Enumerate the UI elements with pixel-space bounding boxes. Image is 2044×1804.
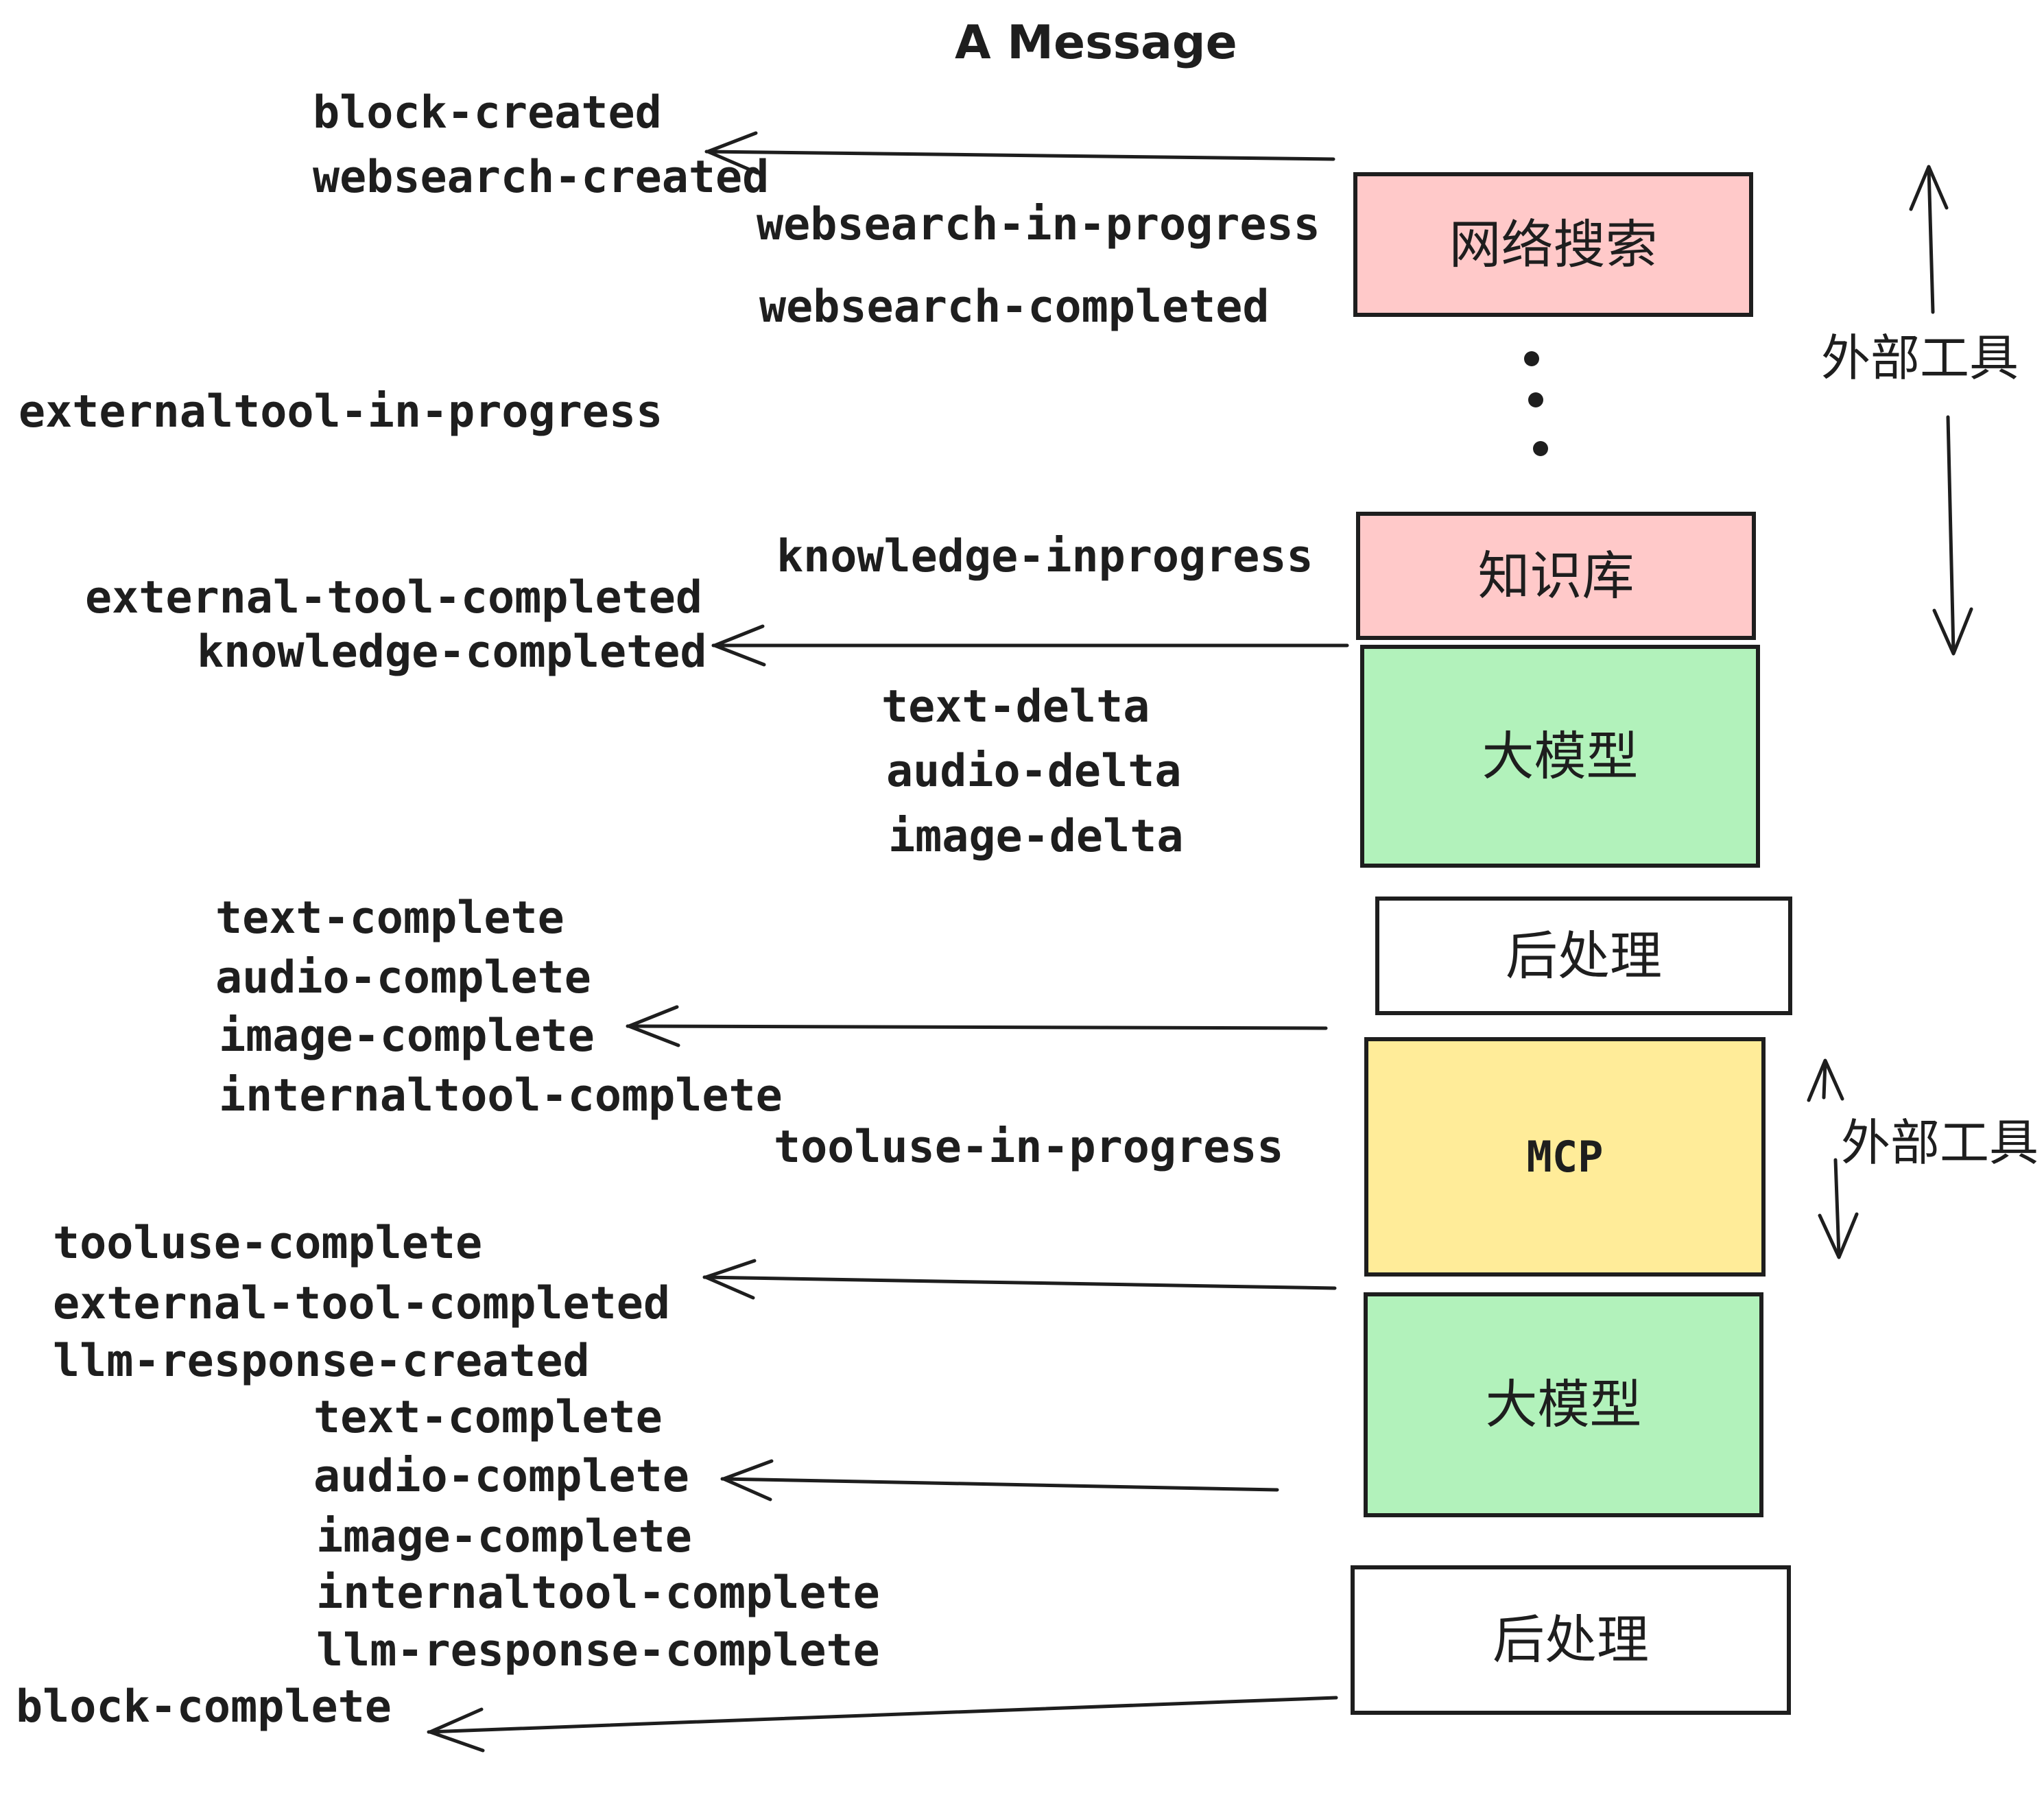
event-label-tooluse-complete: tooluse-complete: [53, 1218, 483, 1269]
event-label-text-complete: text-complete: [215, 892, 565, 944]
event-label-websearch-in-progress: websearch-in-progress: [757, 199, 1320, 250]
event-label-audio-complete-2: audio-complete: [313, 1451, 689, 1502]
image-complete-arrow: [626, 1005, 1328, 1047]
event-label-block-created: block-created: [313, 87, 662, 139]
box-llm-2: 大模型: [1364, 1292, 1763, 1517]
side-label-external-tools-1: 外部工具: [1821, 329, 2019, 387]
event-label-websearch-created: websearch-created: [313, 152, 770, 203]
side-label-external-tools-2: 外部工具: [1841, 1114, 2039, 1172]
external-tools-up-arrow-1: [1909, 165, 1949, 314]
external-tools-down-arrow-1: [1932, 415, 1973, 656]
event-label-text-complete-2: text-complete: [313, 1392, 663, 1443]
event-label-image-complete-2: image-complete: [316, 1511, 692, 1563]
event-label-external-tool-completed-2: external-tool-completed: [53, 1278, 671, 1329]
tooluse-complete-arrow: [702, 1259, 1337, 1300]
event-label-audio-complete: audio-complete: [215, 952, 591, 1004]
websearch-created-arrow: [704, 131, 1335, 175]
audio-complete-arrow: [720, 1459, 1279, 1502]
block-complete-arrow: [427, 1696, 1338, 1753]
box-llm-1: 大模型: [1360, 645, 1760, 868]
diagram-title: A Message: [955, 16, 1237, 70]
ellipsis-dots: [1524, 351, 1548, 456]
event-label-knowledge-completed: knowledge-completed: [197, 626, 707, 678]
event-label-internaltool-complete: internaltool-complete: [219, 1070, 783, 1121]
event-label-audio-delta: audio-delta: [886, 746, 1182, 797]
box-postprocess-1: 后处理: [1375, 897, 1792, 1015]
event-label-image-delta: image-delta: [888, 811, 1184, 862]
box-postprocess-2: 后处理: [1351, 1565, 1791, 1715]
external-tools-up-arrow-2: [1807, 1058, 1844, 1102]
event-label-websearch-completed: websearch-completed: [759, 281, 1270, 333]
event-label-tooluse-in-progress: tooluse-in-progress: [774, 1121, 1284, 1173]
box-knowledge-base: 知识库: [1356, 512, 1756, 640]
box-mcp: MCP: [1364, 1037, 1766, 1277]
event-label-text-delta: text-delta: [881, 681, 1150, 733]
external-tools-down-arrow-2: [1818, 1158, 1859, 1259]
event-label-internaltool-complete-2: internaltool-complete: [316, 1567, 880, 1619]
event-label-llm-response-complete: llm-response-complete: [316, 1625, 880, 1676]
event-label-externaltool-in-progress: externaltool-in-progress: [19, 386, 663, 438]
box-websearch: 网络搜索: [1353, 172, 1753, 317]
event-label-image-complete: image-complete: [219, 1010, 595, 1062]
event-label-external-tool-completed: external-tool-completed: [85, 572, 703, 624]
event-label-llm-response-created: llm-response-created: [53, 1336, 590, 1387]
event-label-knowledge-inprogress: knowledge-inprogress: [776, 531, 1314, 582]
knowledge-completed-arrow: [711, 624, 1349, 667]
event-label-block-complete: block-complete: [16, 1681, 392, 1733]
